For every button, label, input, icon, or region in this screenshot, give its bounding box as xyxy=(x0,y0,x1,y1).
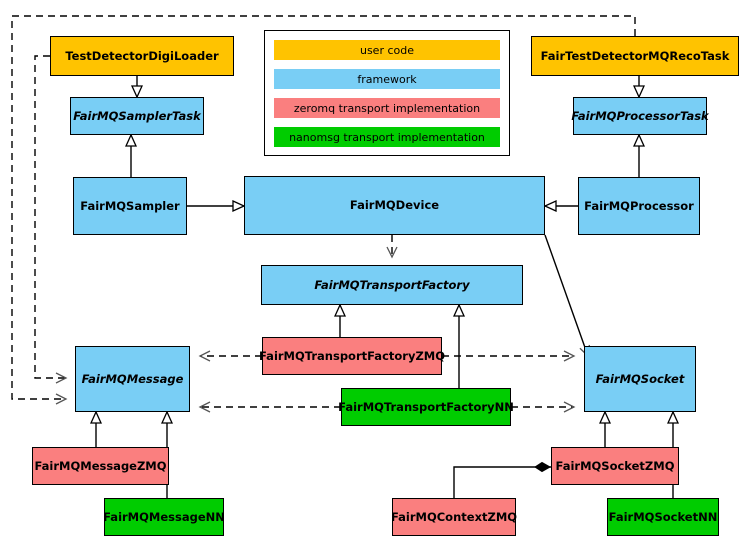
legend-item-nanomsg: nanomsg transport implementation xyxy=(274,127,500,147)
edge-device-socket xyxy=(544,234,591,358)
class-label: FairMQSocket xyxy=(595,371,685,386)
legend-label: user code xyxy=(359,43,415,57)
legend-item-framework: framework xyxy=(274,69,500,89)
class-box-fairmqprocessor[interactable]: FairMQProcessor xyxy=(578,177,700,235)
legend-label: nanomsg transport implementation xyxy=(289,130,485,144)
class-box-fairmqsamplertask[interactable]: FairMQSamplerTask xyxy=(70,97,204,135)
class-box-fairmqdevice[interactable]: FairMQDevice xyxy=(244,176,545,235)
class-box-fairtestdetectormqrecotask[interactable]: FairTestDetectorMQRecoTask xyxy=(531,36,739,76)
legend-label: zeromq transport implementation xyxy=(293,101,481,115)
class-box-fairmqmessagezmq[interactable]: FairMQMessageZMQ xyxy=(32,447,169,485)
class-label: FairMQMessage xyxy=(81,371,184,386)
class-label: FairMQTransportFactory xyxy=(314,277,470,292)
legend-item-user-code: user code xyxy=(274,40,500,60)
class-label: TestDetectorDigiLoader xyxy=(65,48,219,63)
class-box-fairmqtransportfactorynn[interactable]: FairMQTransportFactoryNN xyxy=(338,388,514,426)
class-label: FairMQTransportFactoryZMQ xyxy=(259,348,446,363)
class-label: FairMQContextZMQ xyxy=(390,509,518,524)
class-box-fairmqtransportfactory[interactable]: FairMQTransportFactory xyxy=(261,265,523,305)
class-box-testdetectordigiloader[interactable]: TestDetectorDigiLoader xyxy=(50,36,234,76)
class-box-fairmqtransportfactoryzmq[interactable]: FairMQTransportFactoryZMQ xyxy=(259,337,445,375)
legend-label: framework xyxy=(357,72,417,86)
class-label: FairMQProcessorTask xyxy=(571,108,709,123)
class-label: FairMQMessageZMQ xyxy=(34,458,167,473)
class-box-fairmqsocket[interactable]: FairMQSocket xyxy=(584,346,696,412)
class-box-fairmqsampler[interactable]: FairMQSampler xyxy=(73,177,187,235)
class-box-fairmqprocessortask[interactable]: FairMQProcessorTask xyxy=(571,97,709,135)
class-label: FairMQSocketZMQ xyxy=(555,458,675,473)
edge-socketzmq-contextzmq xyxy=(453,461,552,498)
class-box-fairmqmessagenn[interactable]: FairMQMessageNN xyxy=(103,498,225,536)
class-box-fairmqsocketnn[interactable]: FairMQSocketNN xyxy=(607,498,719,536)
class-label: FairMQSamplerTask xyxy=(73,108,201,123)
class-label: FairMQDevice xyxy=(349,198,440,213)
class-label: FairMQProcessor xyxy=(584,198,694,213)
class-label: FairTestDetectorMQRecoTask xyxy=(540,48,730,63)
legend-panel: user code framework zeromq transport imp… xyxy=(264,30,510,156)
class-label: FairMQSampler xyxy=(80,198,180,213)
class-label: FairMQMessageNN xyxy=(103,509,225,524)
edge-digiloader-message xyxy=(34,55,68,384)
class-box-fairmqmessage[interactable]: FairMQMessage xyxy=(75,346,190,412)
class-label: FairMQSocketNN xyxy=(608,509,718,524)
class-label: FairMQTransportFactoryNN xyxy=(338,399,514,414)
legend-item-zeromq: zeromq transport implementation xyxy=(274,98,500,118)
class-box-fairmqsocketzmq[interactable]: FairMQSocketZMQ xyxy=(551,447,679,485)
edge-recotask-message xyxy=(11,15,636,405)
class-box-fairmqcontextzmq[interactable]: FairMQContextZMQ xyxy=(391,498,517,536)
